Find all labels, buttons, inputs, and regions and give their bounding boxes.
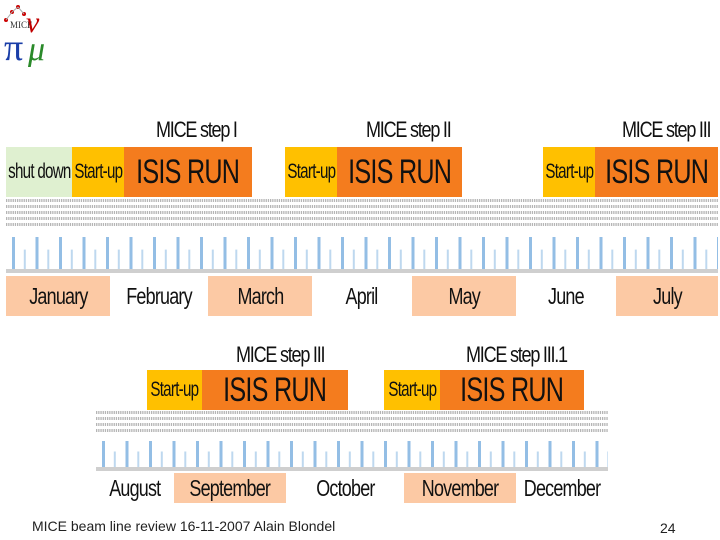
- step-title-3-1: MICE step III.1: [466, 342, 568, 367]
- svg-text:ν: ν: [26, 6, 40, 39]
- block-isis-run-3: ISIS RUN: [595, 147, 718, 197]
- month-july: July: [616, 276, 718, 316]
- month-august: August: [109, 474, 161, 501]
- svg-text:π: π: [4, 27, 23, 68]
- svg-text:μ: μ: [27, 31, 45, 68]
- block-startup-1: Start-up: [72, 147, 124, 197]
- block-isis-run-2: ISIS RUN: [337, 147, 462, 197]
- block-isis-run-4: ISIS RUN: [202, 370, 348, 410]
- month-may: May: [412, 276, 516, 316]
- block-startup-5: Start-up: [384, 370, 440, 410]
- step-title-2: MICE step II: [366, 117, 452, 142]
- footer-text: MICE beam line review 16-11-2007 Alain B…: [32, 518, 336, 534]
- month-november: November: [404, 473, 516, 503]
- step-title-1: MICE step I: [156, 117, 238, 142]
- logo-mice-text: MICE: [10, 20, 33, 30]
- month-september: September: [174, 473, 286, 503]
- mice-logo: MICE ν π μ: [2, 2, 52, 69]
- block-shut-down: shut down: [6, 147, 72, 197]
- month-march: March: [208, 276, 312, 316]
- month-october: October: [315, 474, 375, 501]
- block-startup-2: Start-up: [285, 147, 337, 197]
- month-february: February: [126, 282, 192, 309]
- page-number: 24: [660, 520, 676, 536]
- block-isis-run-5: ISIS RUN: [440, 370, 584, 410]
- day-tick-strip-2: [96, 411, 608, 471]
- step-title-3b: MICE step III: [236, 342, 326, 367]
- block-startup-3: Start-up: [543, 147, 595, 197]
- day-tick-strip-1: [6, 199, 718, 273]
- month-april: April: [345, 282, 379, 309]
- step-title-3: MICE step III: [622, 117, 712, 142]
- block-startup-4: Start-up: [147, 370, 202, 410]
- month-december: December: [523, 474, 601, 501]
- mice-logo-graphic: MICE ν π μ: [4, 5, 45, 69]
- month-june: June: [548, 282, 585, 309]
- block-isis-run-1: ISIS RUN: [124, 147, 252, 197]
- month-january: January: [6, 276, 110, 316]
